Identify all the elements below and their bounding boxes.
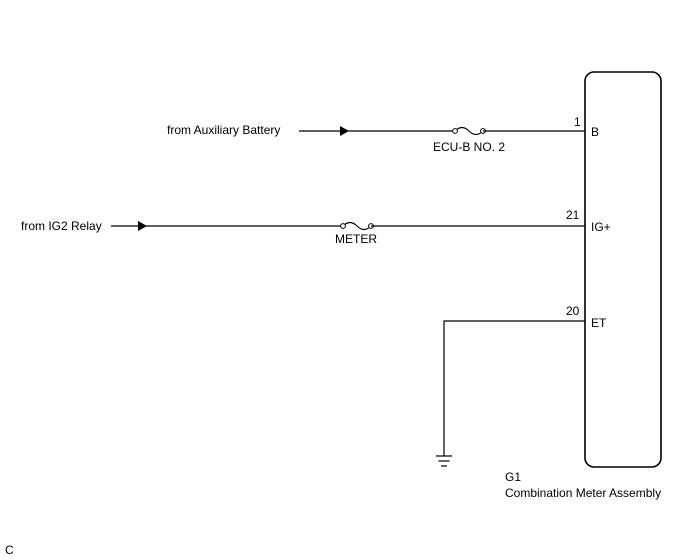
combination-meter-box [584,71,662,468]
fuse-meter-label: METER [335,232,377,246]
fuse-ecu-b-symbol [454,126,484,136]
pin-1-name: B [591,125,599,139]
component-code: G1 [505,470,521,484]
arrow-ig2-relay [138,221,147,231]
source-ig2-relay-label: from IG2 Relay [21,219,102,233]
fuse-meter-end-left [340,223,346,229]
fuse-ecu-b-label: ECU-B NO. 2 [433,140,505,154]
pin-21-number: 21 [566,208,580,222]
pin-20-name: ET [591,316,607,330]
wire-et-ground [443,320,585,456]
pin-21-name: IG+ [591,220,611,234]
fuse-meter-symbol [342,221,372,231]
arrow-aux-battery [340,126,349,136]
pin-20-number: 20 [566,304,580,318]
fuse-ecu-b-end-left [452,128,458,134]
source-aux-battery-label: from Auxiliary Battery [167,123,280,137]
component-name: Combination Meter Assembly [505,486,661,500]
corner-label: C [5,543,14,557]
pin-1-number: 1 [574,115,581,129]
